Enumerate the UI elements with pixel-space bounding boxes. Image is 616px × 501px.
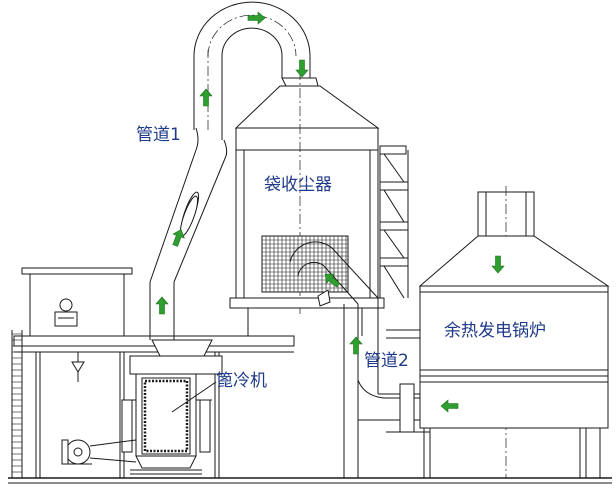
flow-arrow-icon [324,273,341,288]
ladder-left [11,330,23,478]
cooling-fan [61,439,137,465]
flow-arrow-icon [247,11,266,25]
label-duct-1: 管道1 [136,125,181,145]
label-grate-cooler: 篦冷机 [216,371,267,391]
flow-arrow-icon [440,399,459,413]
label-waste-heat-boiler: 余热发电锅炉 [444,321,546,341]
ground-lines [8,477,612,484]
flow-arrow-icon [295,59,309,78]
flow-arrow-icon [172,229,185,247]
flow-arrow-icon [491,255,505,274]
fan-motor-top [54,298,78,327]
label-baghouse: 袋收尘器 [264,175,332,195]
flow-arrows [155,11,505,413]
flow-arrow-icon [349,336,363,355]
flow-arrow-icon [199,88,213,107]
flow-arrow-icon [155,296,169,315]
label-duct-2: 管道2 [364,351,409,371]
filter-grid [261,235,349,293]
pump-symbol [71,352,85,382]
duct-1 [149,1,311,340]
waste-heat-boiler [386,186,610,478]
baghouse [229,70,409,336]
baghouse-stairs [379,145,409,299]
grate-cooler [121,339,223,475]
